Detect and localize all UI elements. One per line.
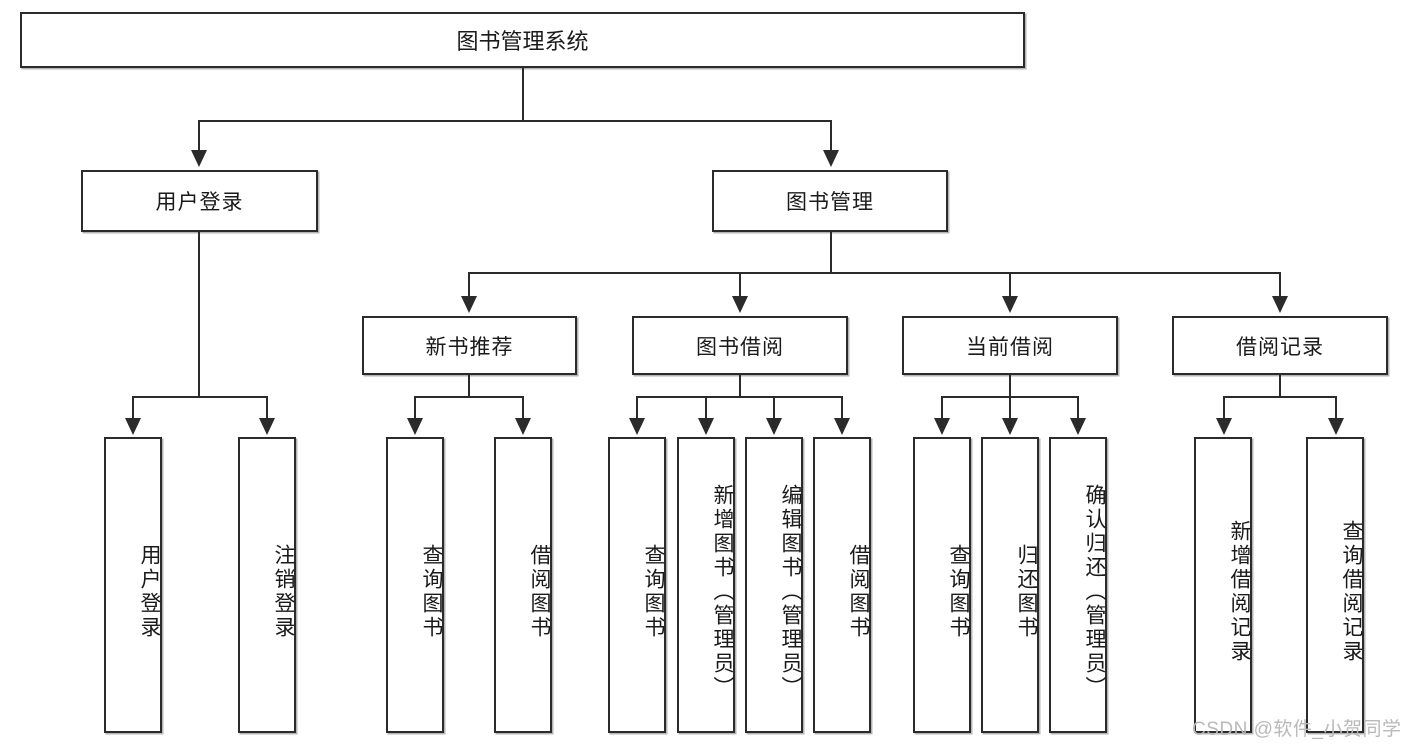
leaf-new-book-1[interactable]: 借阅图书 [494,437,552,733]
edge-book-borrow-stem [739,375,741,396]
arrowhead-l3-3 [1272,296,1288,313]
edge-book-manage-to-l3-0 [468,272,470,298]
leaf-book-borrow-3-label: 借阅图书 [847,544,870,640]
edge-new-book-bus [414,396,524,398]
leaf-new-book-0[interactable]: 查询图书 [386,437,444,733]
edge-book-manage-stem [830,232,832,272]
node-borrow-record[interactable]: 借阅记录 [1172,316,1388,375]
node-user-login[interactable]: 用户登录 [81,170,318,232]
edge-borrow-record-stem [1279,375,1281,396]
node-root-system-label: 图书管理系统 [456,29,589,54]
leaf-current-borrow-2-label: 确认归还（管理员） [1083,484,1106,700]
leaf-user-login-0[interactable]: 用户登录 [104,437,162,733]
leaf-user-login-1-label: 注销登录 [272,544,295,640]
arrowhead-current-borrow-leaf-2 [1070,418,1086,435]
arrowhead-user-login [191,150,207,167]
arrowhead-l3-1 [732,296,748,313]
leaf-borrow-record-0-label: 新增借阅记录 [1228,520,1251,664]
node-user-login-label: 用户登录 [155,191,244,214]
leaf-new-book-0-label: 查询图书 [420,544,443,640]
arrowhead-book-manage [823,150,839,167]
arrowhead-book-borrow-leaf-1 [698,418,714,435]
arrowhead-l3-0 [461,296,477,313]
leaf-current-borrow-0[interactable]: 查询图书 [913,437,971,733]
leaf-book-borrow-3[interactable]: 借阅图书 [813,437,871,733]
edge-current-borrow-to-leaf-1 [1009,396,1011,420]
edge-root-stem [522,68,524,120]
leaf-user-login-1[interactable]: 注销登录 [238,437,296,733]
leaf-current-borrow-2[interactable]: 确认归还（管理员） [1049,437,1107,733]
edge-user-login-stem [198,232,200,396]
leaf-borrow-record-0[interactable]: 新增借阅记录 [1194,437,1252,733]
edge-root-to-user-login [198,120,200,152]
node-borrow-record-label: 借阅记录 [1236,335,1324,359]
arrowhead-l3-2 [1002,296,1018,313]
arrowhead-current-borrow-leaf-1 [1002,418,1018,435]
edge-book-borrow-to-leaf-0 [636,396,638,420]
leaf-new-book-1-label: 借阅图书 [528,544,551,640]
arrowhead-user-login-leaf-1 [259,418,275,435]
edge-user-login-bus [132,396,266,398]
edge-new-book-stem [468,375,470,396]
node-book-borrow[interactable]: 图书借阅 [632,316,848,375]
node-root-system[interactable]: 图书管理系统 [20,12,1025,68]
edge-book-borrow-bus [636,396,841,398]
edge-root-bus [198,120,832,122]
leaf-book-borrow-0[interactable]: 查询图书 [608,437,666,733]
arrowhead-borrow-record-leaf-1 [1328,418,1344,435]
leaf-book-borrow-2[interactable]: 编辑图书（管理员） [745,437,803,733]
edge-book-borrow-to-leaf-3 [841,396,843,420]
edge-borrow-record-to-leaf-1 [1335,396,1337,420]
edge-user-login-to-leaf-1 [266,396,268,420]
arrowhead-current-borrow-leaf-0 [934,418,950,435]
edge-book-manage-bus [468,272,1280,274]
leaf-book-borrow-2-label: 编辑图书（管理员） [779,484,802,700]
arrowhead-borrow-record-leaf-0 [1216,418,1232,435]
leaf-borrow-record-1[interactable]: 查询借阅记录 [1306,437,1364,733]
leaf-current-borrow-1-label: 归还图书 [1015,544,1038,640]
leaf-current-borrow-0-label: 查询图书 [947,544,970,640]
node-new-book-recommend-label: 新书推荐 [425,335,514,359]
edge-current-borrow-to-leaf-0 [941,396,943,420]
leaf-current-borrow-1[interactable]: 归还图书 [981,437,1039,733]
node-current-borrow-label: 当前借阅 [966,335,1054,359]
edge-book-manage-to-l3-2 [1009,272,1011,298]
edge-book-manage-to-l3-3 [1279,272,1281,298]
edge-current-borrow-stem [1009,375,1011,396]
node-book-manage[interactable]: 图书管理 [712,170,948,232]
edge-new-book-to-leaf-0 [414,396,416,420]
node-current-borrow[interactable]: 当前借阅 [902,316,1118,375]
edge-book-borrow-to-leaf-2 [773,396,775,420]
edge-borrow-record-bus [1223,396,1337,398]
arrowhead-book-borrow-leaf-3 [834,418,850,435]
edge-borrow-record-to-leaf-0 [1223,396,1225,420]
csdn-watermark: CSDN @软件_小贺同学 [1192,719,1402,740]
edge-user-login-to-leaf-0 [132,396,134,420]
arrowhead-book-borrow-leaf-0 [629,418,645,435]
edge-book-borrow-to-leaf-1 [705,396,707,420]
leaf-user-login-0-label: 用户登录 [138,544,161,640]
leaf-book-borrow-1-label: 新增图书（管理员） [711,484,734,700]
leaf-borrow-record-1-label: 查询借阅记录 [1340,520,1363,664]
node-new-book-recommend[interactable]: 新书推荐 [362,316,577,375]
node-book-manage-label: 图书管理 [786,191,874,214]
leaf-book-borrow-0-label: 查询图书 [642,544,665,640]
leaf-book-borrow-1[interactable]: 新增图书（管理员） [677,437,735,733]
node-book-borrow-label: 图书借阅 [696,335,784,359]
edge-root-to-book-manage [830,120,832,152]
edge-new-book-to-leaf-1 [522,396,524,420]
arrowhead-book-borrow-leaf-2 [766,418,782,435]
arrowhead-user-login-leaf-0 [125,418,141,435]
edge-current-borrow-to-leaf-2 [1077,396,1079,420]
arrowhead-new-book-leaf-1 [515,418,531,435]
edge-book-manage-to-l3-1 [739,272,741,298]
arrowhead-new-book-leaf-0 [407,418,423,435]
